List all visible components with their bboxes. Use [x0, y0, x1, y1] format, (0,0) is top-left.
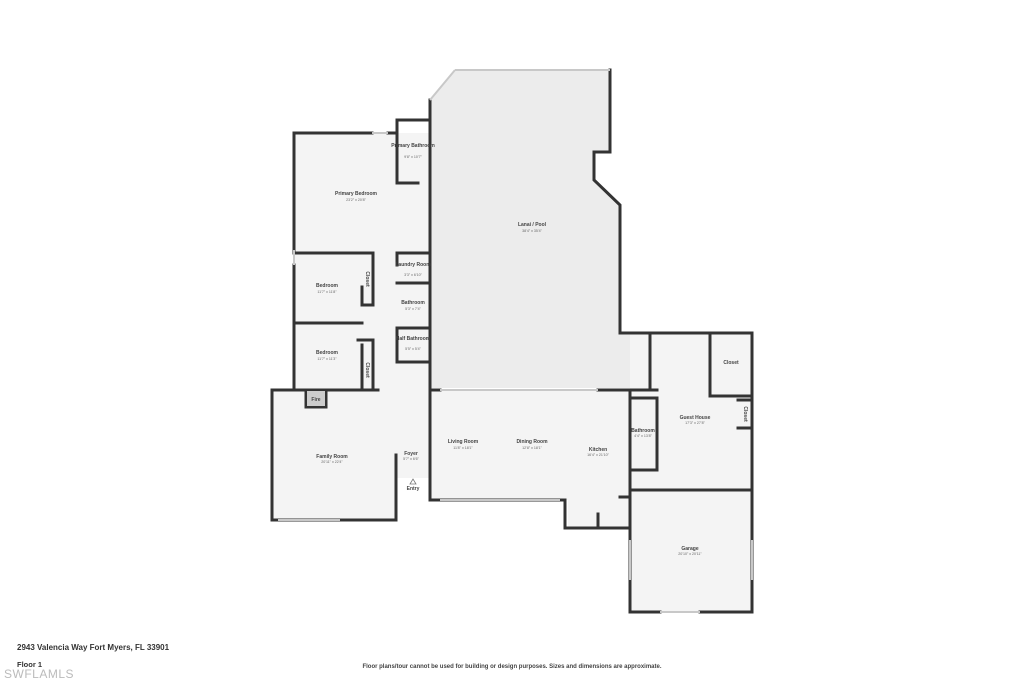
- floor-label: Floor 1: [17, 660, 43, 669]
- svg-text:Foyer: Foyer: [404, 451, 418, 457]
- svg-text:Closet: Closet: [723, 360, 739, 366]
- svg-text:20'11" x 22'4": 20'11" x 22'4": [321, 460, 343, 464]
- svg-text:Bathroom: Bathroom: [631, 428, 655, 434]
- svg-text:Bathroom: Bathroom: [401, 300, 425, 306]
- fireplace: [307, 391, 325, 406]
- svg-text:5'5" x 5'4": 5'5" x 5'4": [405, 347, 421, 351]
- disclaimer: Floor plans/tour cannot be used for buil…: [362, 664, 662, 670]
- svg-text:Primary Bedroom: Primary Bedroom: [335, 191, 378, 197]
- svg-text:12'8" x 18'1": 12'8" x 18'1": [522, 446, 542, 450]
- lanai-area: [430, 70, 650, 388]
- svg-text:5'3" x 7'4": 5'3" x 7'4": [405, 307, 421, 311]
- svg-text:Closet: Closet: [742, 406, 748, 422]
- watermark: SWFLAMLS: [4, 667, 75, 681]
- svg-text:3'3" x 6'10": 3'3" x 6'10": [404, 273, 422, 277]
- room-labels: Primary Bathroom 9'8" x 10'7" Primary Bed…: [311, 143, 748, 556]
- svg-text:11'8" x 18'1": 11'8" x 18'1": [453, 446, 473, 450]
- svg-text:38'4" x 35'4": 38'4" x 35'4": [522, 229, 542, 233]
- svg-text:Family Room: Family Room: [316, 454, 348, 460]
- walls: [270, 68, 754, 614]
- svg-text:23'2" x 20'8": 23'2" x 20'8": [346, 198, 366, 202]
- svg-text:5'7" x 6'6": 5'7" x 6'6": [403, 457, 419, 461]
- svg-text:4'4" x 13'8": 4'4" x 13'8": [634, 434, 652, 438]
- svg-text:Half Bathroom: Half Bathroom: [396, 336, 431, 342]
- svg-text:Garage: Garage: [681, 546, 698, 552]
- svg-text:17'3" x 27'8": 17'3" x 27'8": [685, 421, 705, 425]
- svg-text:Closet: Closet: [364, 362, 370, 378]
- svg-text:Laundry Room: Laundry Room: [395, 262, 431, 268]
- svg-text:Lanai / Pool: Lanai / Pool: [518, 222, 547, 228]
- svg-text:Primary Bathroom: Primary Bathroom: [391, 143, 435, 149]
- svg-text:Kitchen: Kitchen: [589, 447, 607, 453]
- svg-text:Bedroom: Bedroom: [316, 283, 339, 289]
- svg-text:9'8" x 10'7": 9'8" x 10'7": [404, 155, 422, 159]
- svg-text:Closet: Closet: [364, 271, 370, 287]
- svg-text:Bedroom: Bedroom: [316, 350, 339, 356]
- svg-text:Entry: Entry: [407, 486, 420, 492]
- svg-text:11'7" x 11'8": 11'7" x 11'8": [317, 290, 337, 294]
- entry-arrow-icon: [409, 478, 417, 485]
- svg-text:Dining Room: Dining Room: [516, 439, 548, 445]
- svg-text:11'7" x 11'3": 11'7" x 11'3": [317, 357, 337, 361]
- svg-text:Guest House: Guest House: [680, 415, 711, 421]
- svg-text:20'10" x 20'11": 20'10" x 20'11": [678, 552, 702, 556]
- svg-text:Living Room: Living Room: [448, 439, 479, 445]
- svg-text:Fire: Fire: [311, 397, 320, 403]
- svg-text:16'4" x 21'10": 16'4" x 21'10": [587, 453, 609, 457]
- property-address: 2943 Valencia Way Fort Myers, FL 33901: [17, 643, 170, 652]
